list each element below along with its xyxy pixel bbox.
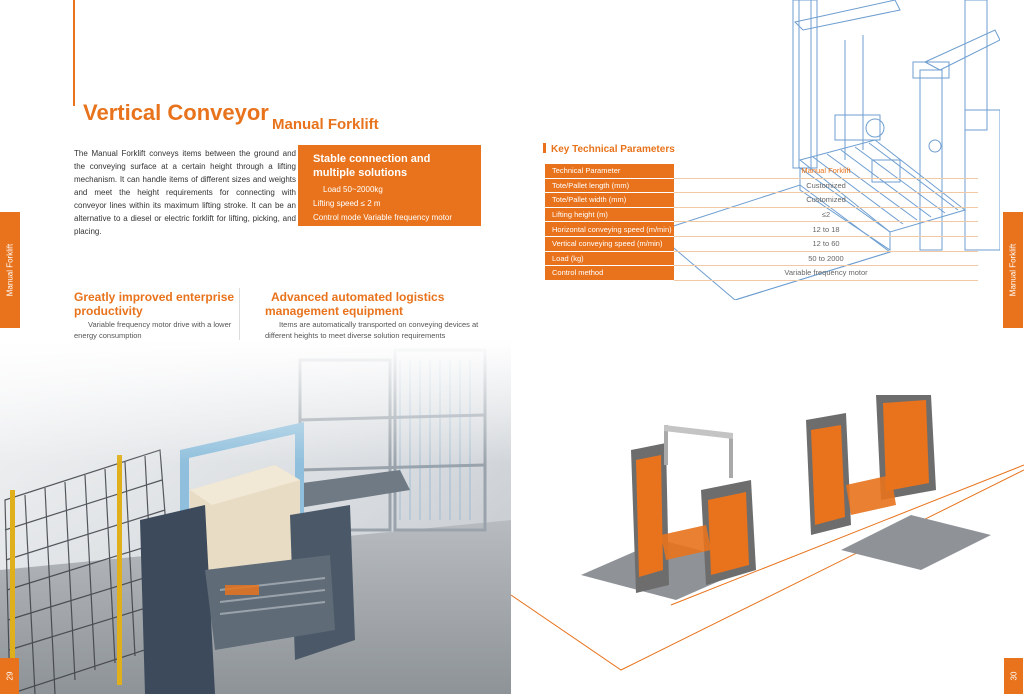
side-tab-left: Manual Forklift — [0, 212, 20, 328]
param-value: Manual Forklift — [674, 164, 978, 179]
machine-renders — [510, 395, 1024, 694]
param-value: ≤2 — [674, 207, 978, 223]
spec-load: Load 50~2000kg — [323, 185, 383, 194]
param-label: Tote/Pallet length (mm) — [545, 178, 674, 194]
table-row: Horizontal conveying speed (m/min) 12 to… — [545, 221, 978, 237]
param-label: Control method — [545, 265, 674, 281]
page-number-right: 30 — [1004, 658, 1023, 694]
side-tab-label: Manual Forklift — [1008, 243, 1018, 297]
param-label: Technical Parameter — [545, 164, 674, 179]
feature-title: Advanced automated logistics management … — [265, 290, 445, 318]
table-row: Technical Parameter Manual Forklift — [545, 164, 978, 179]
page-number: 29 — [5, 671, 14, 681]
spec-heading: Stable connection and multiple solutions — [313, 153, 431, 179]
table-row: Control method Variable frequency motor — [545, 265, 978, 281]
param-value: Customized — [674, 192, 978, 208]
feature-desc: Variable frequency motor drive with a lo… — [74, 320, 232, 340]
page-number-left: 29 — [0, 658, 19, 694]
params-table: Technical Parameter Manual Forklift Tote… — [545, 164, 978, 281]
side-tab-right: Manual Forklift — [1003, 212, 1023, 328]
intro-paragraph: The Manual Forklift conveys items betwee… — [74, 149, 296, 236]
param-value: Customized — [674, 178, 978, 194]
param-label: Vertical conveying speed (m/min) — [545, 236, 674, 252]
param-label: Load (kg) — [545, 251, 674, 267]
param-label: Tote/Pallet width (mm) — [545, 192, 674, 208]
params-heading-text: Key Technical Parameters — [551, 144, 675, 155]
heading-bar — [543, 143, 546, 153]
feature-desc: Items are automatically transported on c… — [265, 320, 479, 340]
spec-control: Control mode Variable frequency motor — [313, 213, 453, 222]
spec-highlight-box: Stable connection and multiple solutions… — [298, 145, 481, 226]
table-row: Vertical conveying speed (m/min) 12 to 6… — [545, 236, 978, 252]
param-value: 12 to 18 — [674, 221, 978, 237]
param-label: Horizontal conveying speed (m/min) — [545, 221, 674, 237]
table-row: Load (kg) 50 to 2000 — [545, 251, 978, 267]
machine-renders-graphic — [510, 395, 1024, 671]
feature-title: Greatly improved enterprise productivity — [74, 290, 235, 318]
param-value: 50 to 2000 — [674, 251, 978, 267]
accent-line — [73, 0, 75, 106]
table-row: Tote/Pallet width (mm) Customized — [545, 192, 978, 208]
page-title: Vertical Conveyor — [83, 100, 269, 125]
side-tab-label: Manual Forklift — [5, 243, 15, 297]
table-row: Lifting height (m) ≤2 — [545, 207, 978, 223]
params-heading: Key Technical Parameters — [543, 143, 675, 155]
warehouse-photo-graphic — [0, 340, 511, 694]
spec-speed: Lifting speed ≤ 2 m — [313, 199, 381, 208]
page-number: 30 — [1009, 671, 1018, 681]
param-label: Lifting height (m) — [545, 207, 674, 223]
warehouse-photo — [0, 340, 511, 694]
param-value: Variable frequency motor — [674, 265, 978, 281]
feature-divider — [239, 288, 240, 340]
param-value: 12 to 60 — [674, 236, 978, 252]
table-row: Tote/Pallet length (mm) Customized — [545, 178, 978, 194]
page-subtitle: Manual Forklift — [272, 116, 379, 133]
